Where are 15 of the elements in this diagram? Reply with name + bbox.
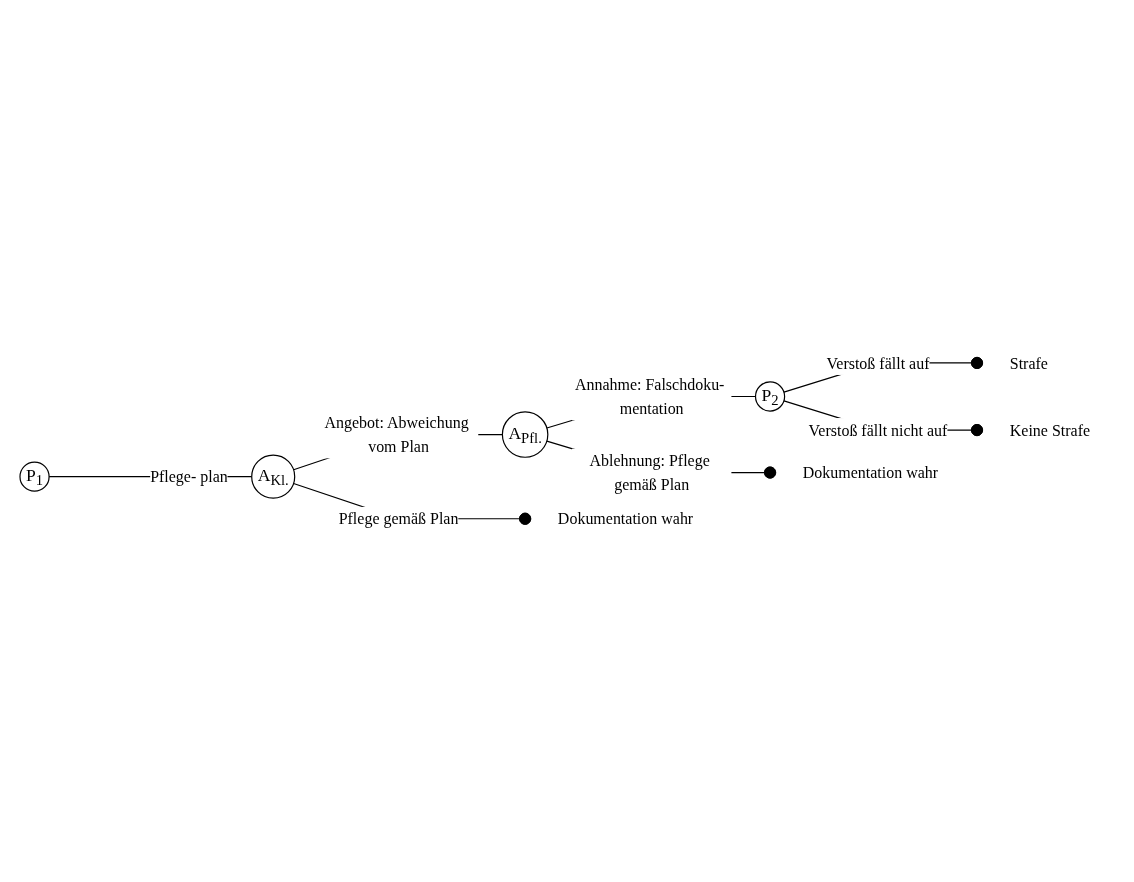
node-label: Dokumentation wahr [802, 463, 939, 482]
node-circle: P$_{1}$ [19, 461, 50, 492]
edge-label: Verstoß fällt nicht auf [808, 421, 948, 439]
node-circle: A$_{Kl.}$ [251, 454, 296, 499]
edge-label: Angebot: Abweichung vom Plan [324, 413, 469, 456]
node-label: Keine Strafe [1009, 421, 1091, 439]
edge-label: Pflege gemäß Plan [338, 510, 459, 528]
node-label: Dokumentation wahr [557, 510, 694, 528]
edge-label: Verstoß fällt auf [826, 354, 930, 372]
node-circle: A$_{Pfl.}$ [501, 411, 549, 458]
edge-label: Annahme: Falschdoku- mentation [574, 375, 725, 418]
edge-label: Pflege- plan [150, 467, 228, 486]
node-label: Strafe [1009, 354, 1048, 372]
node-circle: P$_{2}$ [754, 381, 786, 412]
edge-label: Ablehnung: Pflege gemäß Plan [589, 451, 710, 494]
